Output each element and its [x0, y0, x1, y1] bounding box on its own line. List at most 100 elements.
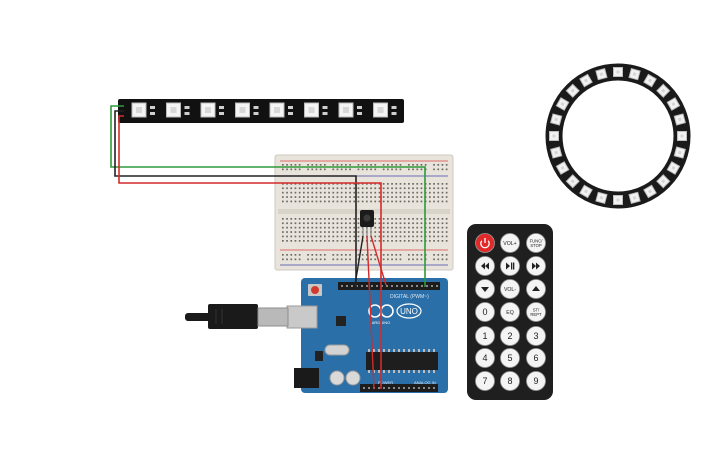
wire-black-gnd[interactable] [114, 110, 357, 287]
strip-led [304, 102, 328, 118]
breadboard-hole [286, 168, 288, 171]
ring-led [595, 191, 608, 204]
breadboard-hole [366, 191, 368, 194]
breadboard-hole [441, 200, 444, 203]
remote-button-down[interactable] [475, 279, 495, 299]
breadboard-hole [387, 254, 389, 256]
breadboard-hole [441, 235, 444, 238]
breadboard-hole [374, 196, 377, 198]
remote-button-vol-up[interactable]: VOL+ [500, 233, 520, 253]
breadboard-hole [416, 196, 419, 198]
breadboard-hole [340, 187, 343, 190]
breadboard-hole [412, 168, 414, 171]
neopixel-strip[interactable] [118, 99, 404, 123]
digital-label: DIGITAL (PWM~) [390, 294, 429, 300]
breadboard-hole [370, 164, 372, 166]
breadboard-hole [332, 235, 335, 238]
breadboard-hole [349, 200, 351, 203]
remote-button-9[interactable]: 9 [526, 371, 546, 391]
wire-green-data[interactable] [110, 105, 426, 287]
breadboard-hole [366, 258, 368, 261]
remote-button-fast-forward[interactable] [526, 256, 546, 276]
header-pin [421, 285, 423, 287]
strip-resistor [288, 106, 293, 109]
breadboard-hole [319, 222, 322, 225]
remote-button-5[interactable]: 5 [500, 348, 520, 368]
breadboard-hole [399, 183, 402, 185]
breadboard-hole [286, 196, 288, 198]
remote-button-up[interactable] [526, 279, 546, 299]
breadboard-hole [420, 222, 423, 225]
ring-led [565, 83, 580, 98]
breadboard-hole [349, 226, 351, 229]
remote-button-2[interactable]: 2 [500, 326, 520, 346]
strip-resistor [322, 112, 328, 115]
chip-pin [433, 370, 435, 373]
chip-pin [423, 370, 425, 373]
remote-button-rewind[interactable] [475, 256, 495, 276]
breadboard-hole [353, 218, 356, 220]
breadboard-hole [366, 168, 368, 171]
breadboard-hole [282, 183, 284, 185]
remote-button-4[interactable]: 4 [475, 348, 495, 368]
breadboard-hole [437, 222, 440, 225]
uno-oval [396, 303, 422, 319]
crystal-oscillator [324, 344, 350, 356]
breadboard-hole [437, 196, 440, 198]
remote-button-7[interactable]: 7 [475, 371, 495, 391]
breadboard-hole [307, 168, 309, 171]
breadboard-hole [294, 231, 297, 233]
remote-button-0[interactable]: 0 [475, 302, 495, 322]
remote-button-8[interactable]: 8 [500, 371, 520, 391]
arduino-uno[interactable]: DIGITAL (PWM~) UNO ARDUINO POWER ANALOG … [286, 278, 448, 393]
breadboard-hole [298, 191, 301, 194]
breadboard-hole [437, 258, 440, 261]
remote-button-eq[interactable]: EQ [500, 302, 520, 322]
remote-button-3[interactable]: 3 [526, 326, 546, 346]
remote-button-vol-down[interactable]: VOL- [500, 279, 520, 299]
wire-red-5v[interactable] [118, 115, 382, 389]
ring-led [666, 161, 681, 175]
ir-receiver[interactable] [360, 210, 374, 236]
breadboard-hole [374, 254, 377, 256]
breadboard-hole [416, 240, 419, 242]
breadboard-hole [433, 168, 435, 171]
breadboard-hole [374, 226, 377, 229]
remote-button-st-rept[interactable]: ST/REPT [526, 302, 546, 322]
breadboard-hole [315, 231, 318, 233]
strip-body [118, 99, 404, 123]
breadboard-hole [290, 164, 293, 166]
breadboard-hole [303, 196, 305, 198]
breadboard-hole [412, 226, 414, 229]
breadboard-hole [315, 235, 318, 238]
wire-ir-signal[interactable] [370, 235, 387, 286]
breadboard-hole [349, 183, 351, 185]
breadboard-hole [361, 258, 364, 261]
up-arrow-icon-shape [532, 286, 540, 291]
neopixel-ring[interactable] [545, 63, 691, 209]
remote-button-power[interactable] [475, 233, 495, 253]
breadboard-hole [328, 191, 330, 194]
breadboard-hole [403, 191, 406, 194]
strip-resistor [150, 106, 155, 109]
remote-button-func-stop[interactable]: FUNC/STOP [526, 233, 546, 253]
chip-pin [383, 370, 385, 373]
wire-ir-red[interactable] [366, 235, 375, 390]
breadboard-hole [399, 196, 402, 198]
remote-button-1[interactable]: 1 [475, 326, 495, 346]
usb-cable[interactable] [185, 304, 289, 329]
breadboard-hole [345, 226, 347, 229]
ring-led-die [616, 198, 620, 202]
breadboard-hole [340, 258, 343, 261]
breadboard-hole [374, 183, 377, 185]
reset-button[interactable] [311, 286, 319, 294]
remote-button-6[interactable]: 6 [526, 348, 546, 368]
strip-led-die [136, 107, 142, 113]
breadboard-hole [324, 240, 326, 242]
remote-button-play-pause[interactable] [500, 256, 520, 276]
wire-ir-black[interactable] [354, 235, 364, 286]
breadboard-hole [408, 258, 410, 261]
breadboard-hole [420, 240, 423, 242]
chip-pin [373, 370, 375, 373]
